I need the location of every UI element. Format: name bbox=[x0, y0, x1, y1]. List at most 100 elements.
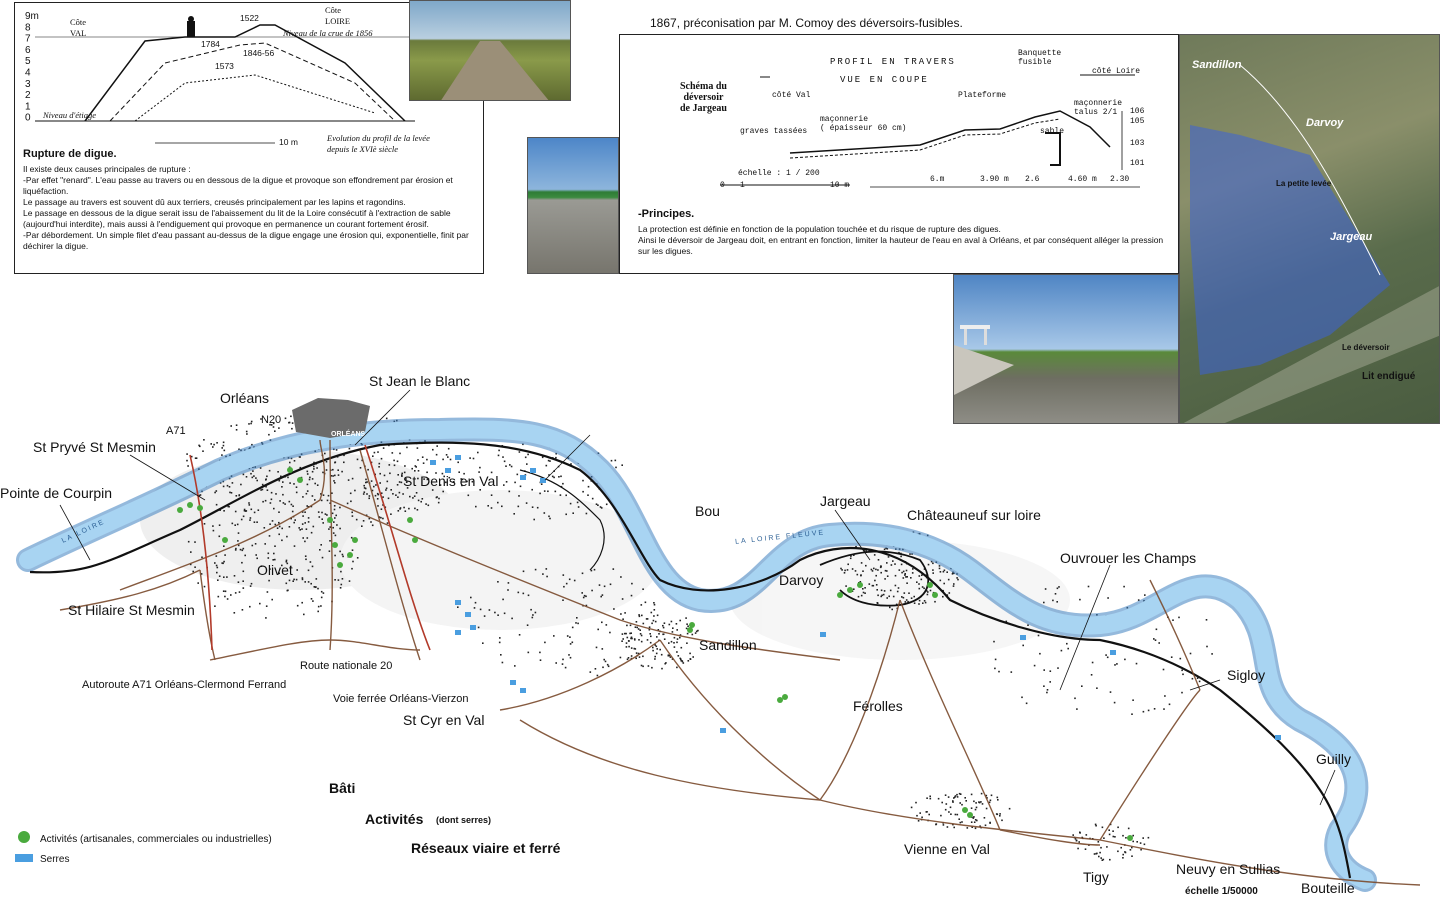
building-dot bbox=[482, 642, 484, 644]
building-dot bbox=[1107, 597, 1109, 599]
building-dot bbox=[326, 514, 328, 516]
building-dot bbox=[383, 474, 386, 477]
building-dot bbox=[346, 502, 349, 505]
building-dot bbox=[522, 443, 524, 446]
building-dot bbox=[624, 612, 626, 614]
building-dot bbox=[996, 796, 999, 799]
building-dot bbox=[412, 497, 414, 499]
building-dot bbox=[284, 417, 287, 420]
building-dot bbox=[993, 640, 995, 643]
building-dot bbox=[194, 541, 196, 543]
building-dot bbox=[676, 666, 678, 669]
building-dot bbox=[251, 443, 253, 446]
building-dot bbox=[921, 816, 923, 819]
building-dot bbox=[953, 826, 955, 829]
building-dot bbox=[653, 609, 656, 611]
building-dot bbox=[943, 569, 946, 572]
side-val-label: Côte VAL bbox=[70, 17, 87, 38]
building-dot bbox=[594, 668, 597, 670]
building-dot bbox=[285, 582, 288, 585]
building-dot bbox=[873, 554, 876, 556]
building-dot bbox=[322, 522, 324, 524]
legend-bati: Bâti bbox=[329, 780, 356, 796]
building-dot bbox=[951, 573, 954, 575]
activity-dot bbox=[932, 592, 938, 598]
building-dot bbox=[1096, 687, 1098, 689]
building-dot bbox=[682, 662, 685, 664]
building-dot bbox=[498, 641, 501, 644]
building-dot bbox=[1072, 834, 1074, 836]
building-dot bbox=[216, 571, 218, 574]
building-dot bbox=[243, 508, 246, 511]
building-dot bbox=[679, 657, 681, 660]
building-dot bbox=[331, 492, 333, 494]
building-dot bbox=[958, 792, 961, 795]
building-dot bbox=[1098, 855, 1100, 858]
building-dot bbox=[399, 452, 401, 455]
building-dot bbox=[1142, 837, 1144, 839]
building-dot bbox=[513, 513, 515, 515]
building-dot bbox=[1079, 832, 1081, 834]
elev-106: 106 bbox=[1130, 107, 1145, 116]
building-dot bbox=[461, 484, 463, 487]
building-dot bbox=[307, 581, 310, 583]
building-dot bbox=[498, 449, 500, 452]
activity-dot bbox=[687, 627, 693, 633]
building-dot bbox=[585, 595, 587, 598]
building-dot bbox=[292, 505, 294, 507]
building-dot bbox=[631, 582, 633, 585]
activity-dot bbox=[352, 537, 358, 543]
building-dot bbox=[568, 578, 571, 581]
building-dot bbox=[320, 596, 323, 599]
deversoir-caption: 1867, préconisation par M. Comoy des dév… bbox=[650, 16, 963, 30]
building-dot bbox=[661, 667, 663, 670]
building-dot bbox=[370, 480, 373, 482]
building-dot bbox=[501, 505, 503, 508]
building-dot bbox=[859, 581, 862, 583]
building-dot bbox=[256, 521, 258, 523]
building-dot bbox=[676, 629, 678, 631]
building-dot bbox=[619, 656, 622, 659]
building-dot bbox=[1056, 601, 1058, 603]
building-dot bbox=[253, 475, 255, 477]
building-dot bbox=[886, 597, 888, 599]
building-dot bbox=[1094, 823, 1097, 826]
building-dot bbox=[1066, 642, 1068, 645]
building-dot bbox=[668, 623, 671, 626]
building-dot bbox=[231, 482, 234, 484]
building-dot bbox=[1049, 670, 1052, 672]
building-dot bbox=[964, 797, 966, 799]
building-dot bbox=[874, 579, 876, 582]
building-dot bbox=[843, 572, 846, 574]
building-dot bbox=[321, 518, 323, 520]
building-dot bbox=[233, 612, 236, 614]
building-dot bbox=[411, 467, 413, 470]
building-dot bbox=[306, 537, 309, 539]
building-dot bbox=[405, 481, 408, 483]
dim-230: 2.30 bbox=[1110, 175, 1130, 184]
building-dot bbox=[1081, 836, 1083, 839]
building-dot bbox=[259, 602, 261, 605]
building-dot bbox=[375, 484, 377, 486]
building-dot bbox=[505, 481, 508, 483]
levee-scale-label: 10 m bbox=[279, 137, 298, 147]
activity-dot bbox=[222, 537, 228, 543]
building-dot bbox=[441, 472, 444, 475]
building-dot bbox=[335, 449, 338, 451]
building-dot bbox=[285, 559, 288, 562]
building-dot bbox=[368, 497, 370, 500]
building-dot bbox=[894, 563, 896, 565]
building-dot bbox=[500, 654, 502, 656]
town-sandillon: Sandillon bbox=[699, 637, 757, 653]
scale-1: 1 bbox=[740, 181, 745, 190]
building-dot bbox=[509, 464, 511, 466]
building-dot bbox=[306, 473, 309, 475]
building-dot bbox=[477, 451, 479, 454]
maconnerie-talus-label: maçonnerie talus 2/1 bbox=[1074, 99, 1123, 117]
building-dot bbox=[1100, 857, 1102, 859]
building-dot bbox=[272, 559, 274, 561]
building-dot bbox=[373, 451, 376, 454]
activity-dot bbox=[1127, 835, 1133, 841]
building-dot bbox=[324, 452, 326, 455]
building-dot bbox=[250, 472, 252, 475]
